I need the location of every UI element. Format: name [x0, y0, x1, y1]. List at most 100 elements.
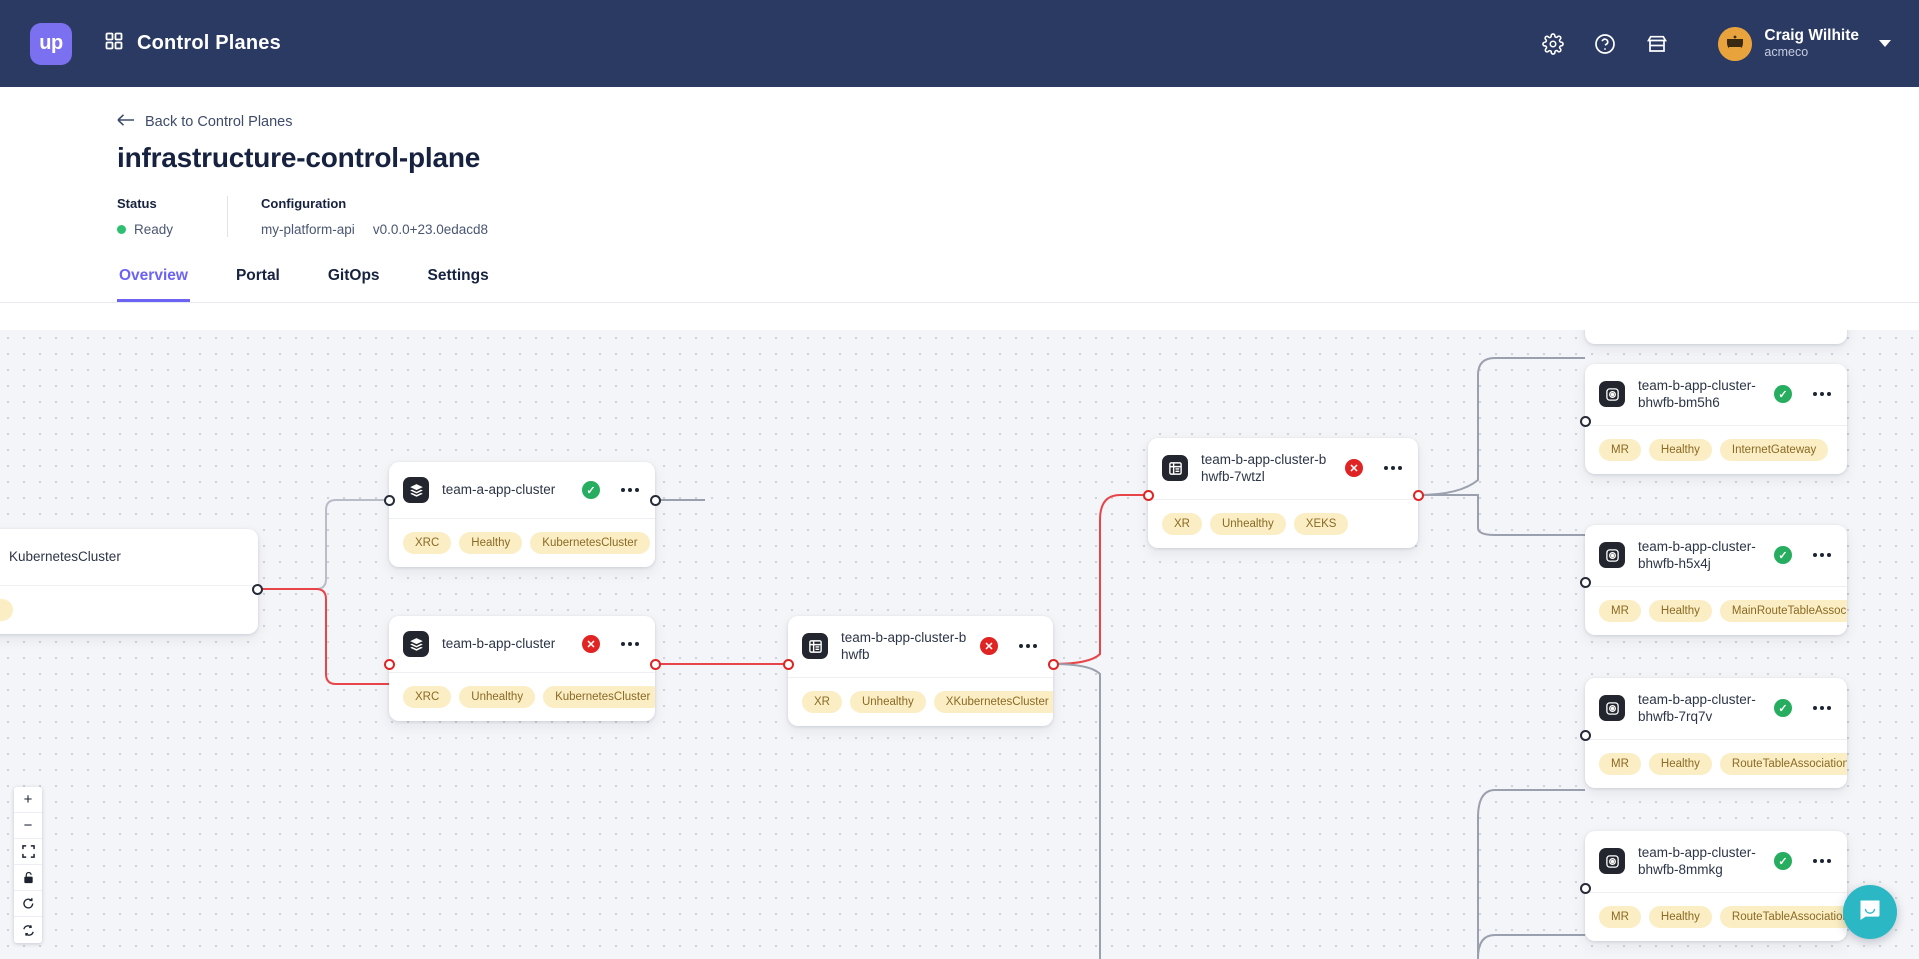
status-healthy-icon: ✓	[582, 481, 600, 499]
node-card-team-b-app-cluster-bhwfb-7wtzl[interactable]: team-b-app-cluster-bhwfb-7wtzl ✕ XR Unhe…	[1148, 438, 1418, 548]
graph-edges	[258, 357, 1585, 959]
control-planes-nav-item[interactable]: Control Planes	[104, 31, 281, 56]
node-tags: MR Healthy RouteTableAssociation	[1585, 738, 1847, 788]
node-port[interactable]	[1413, 490, 1424, 501]
node-port[interactable]	[1580, 730, 1591, 741]
zoom-out-button[interactable]: −	[14, 813, 42, 839]
node-card-clipped[interactable]	[1585, 330, 1847, 344]
status-unhealthy-icon: ✕	[1345, 459, 1363, 478]
node-menu-button[interactable]	[1805, 388, 1833, 400]
node-port[interactable]	[650, 659, 661, 670]
managed-resource-icon	[1599, 542, 1625, 569]
node-tags: MR Healthy MainRouteTableAssociation	[1585, 585, 1847, 635]
node-card-team-a-app-cluster[interactable]: team-a-app-cluster ✓ XRC Healthy Kuberne…	[389, 462, 655, 567]
tab-portal[interactable]: Portal	[235, 267, 280, 284]
top-navigation-bar: up Control Planes	[0, 0, 1919, 87]
tag: Healthy	[1648, 438, 1712, 461]
marketplace-icon[interactable]	[1644, 31, 1670, 57]
tab-bar: Overview Portal GitOps Settings	[0, 263, 1919, 303]
status-unhealthy-icon: ✕	[980, 637, 998, 656]
node-port[interactable]	[783, 659, 794, 670]
back-to-control-planes-link[interactable]: Back to Control Planes	[117, 113, 293, 131]
node-port[interactable]	[384, 495, 395, 506]
tab-overview[interactable]: Overview	[117, 263, 190, 302]
tag: XRC	[403, 686, 452, 708]
node-card-team-b-app-cluster-bhwfb[interactable]: team-b-app-cluster-bhwfb ✕ XR Unhealthy …	[788, 616, 1053, 726]
node-port[interactable]	[1143, 490, 1154, 501]
node-header: team-b-app-cluster-bhwfb-bm5h6 ✓	[1585, 364, 1847, 425]
node-menu-button[interactable]	[1011, 640, 1039, 652]
tag: MainRouteTableAssociation	[1719, 599, 1847, 622]
node-card-team-b-app-cluster[interactable]: team-b-app-cluster ✕ XRC Unhealthy Kuber…	[389, 616, 655, 721]
fit-view-button[interactable]	[14, 839, 42, 865]
node-port[interactable]	[1580, 883, 1591, 894]
status-value-row: Ready	[117, 222, 173, 237]
tag: RouteTableAssociation	[1719, 752, 1847, 775]
configuration-value-row: my-platform-api v0.0.0+23.0edacd8	[261, 222, 488, 237]
upbound-logo[interactable]: up	[30, 22, 72, 65]
node-header: team-b-app-cluster-bhwfb ✕	[788, 616, 1053, 677]
status-value: Ready	[134, 222, 174, 237]
node-menu-button[interactable]	[1805, 702, 1833, 714]
grid-icon	[104, 31, 124, 56]
composite-resource-icon	[1162, 455, 1188, 482]
node-card-team-b-app-cluster-bhwfb-7rq7v[interactable]: team-b-app-cluster-bhwfb-7rq7v ✓ MR Heal…	[1585, 678, 1847, 788]
node-port[interactable]	[1048, 659, 1059, 670]
tab-gitops[interactable]: GitOps	[327, 267, 380, 284]
meta-row: Status Ready Configuration my-platform-a…	[117, 196, 1919, 237]
status-block: Status Ready	[117, 196, 207, 237]
node-tags: API	[0, 585, 258, 634]
reset-button[interactable]	[14, 891, 42, 917]
status-healthy-icon: ✓	[1774, 546, 1792, 565]
arrow-left-icon	[117, 113, 135, 131]
tag: API	[0, 599, 13, 621]
help-circle-icon[interactable]	[1592, 31, 1618, 57]
tag: XR	[1162, 512, 1202, 535]
status-dot-icon	[117, 225, 126, 234]
node-card-kubernetescluster[interactable]: K KubernetesCluster API	[0, 529, 258, 634]
node-menu-button[interactable]	[613, 638, 641, 650]
zoom-controls: + −	[14, 787, 42, 943]
node-header: team-b-app-cluster-bhwfb-h5x4j ✓	[1585, 525, 1847, 586]
configuration-block: Configuration my-platform-api v0.0.0+23.…	[227, 196, 522, 237]
node-menu-button[interactable]	[1805, 549, 1833, 561]
zoom-in-button[interactable]: +	[14, 787, 42, 813]
node-header: K KubernetesCluster	[0, 529, 258, 585]
node-header: team-a-app-cluster ✓	[389, 462, 655, 518]
node-port[interactable]	[384, 659, 395, 670]
tag: Healthy	[1648, 599, 1712, 622]
node-port[interactable]	[1580, 577, 1591, 588]
node-card-team-b-app-cluster-bhwfb-h5x4j[interactable]: team-b-app-cluster-bhwfb-h5x4j ✓ MR Heal…	[1585, 525, 1847, 635]
chat-bubble-icon	[1857, 897, 1883, 928]
node-port[interactable]	[650, 495, 661, 506]
managed-resource-icon	[1599, 381, 1625, 408]
status-healthy-icon: ✓	[1774, 699, 1792, 718]
node-tags: XRC Unhealthy KubernetesCluster	[389, 672, 655, 721]
node-menu-button[interactable]	[1376, 462, 1404, 474]
node-title: team-b-app-cluster-bhwfb-7rq7v	[1638, 692, 1756, 725]
refresh-button[interactable]	[14, 917, 42, 943]
node-menu-button[interactable]	[613, 484, 641, 496]
node-port[interactable]	[252, 584, 263, 595]
tag: XRC	[403, 532, 452, 554]
node-card-team-b-app-cluster-bhwfb-8mmkg[interactable]: team-b-app-cluster-bhwfb-8mmkg ✓ MR Heal…	[1585, 831, 1847, 941]
lock-button[interactable]	[14, 865, 42, 891]
chevron-down-icon[interactable]	[1879, 40, 1891, 47]
tag: MR	[1599, 438, 1641, 461]
configuration-version: v0.0.0+23.0edacd8	[372, 222, 489, 237]
node-menu-button[interactable]	[1805, 855, 1833, 867]
resource-graph-canvas[interactable]: K KubernetesCluster API team-a-app-clust…	[0, 330, 1919, 959]
configuration-name: my-platform-api	[261, 222, 355, 237]
node-tags: XR Unhealthy XKubernetesCluster	[788, 676, 1053, 726]
layers-icon	[403, 477, 429, 503]
node-port[interactable]	[1580, 416, 1591, 427]
node-title: team-b-app-cluster-bhwfb-8mmkg	[1638, 845, 1756, 878]
settings-gear-icon[interactable]	[1540, 31, 1566, 57]
tab-settings[interactable]: Settings	[427, 267, 489, 284]
node-card-team-b-app-cluster-bhwfb-bm5h6[interactable]: team-b-app-cluster-bhwfb-bm5h6 ✓ MR Heal…	[1585, 364, 1847, 474]
node-header: team-b-app-cluster-bhwfb-8mmkg ✓	[1585, 831, 1847, 892]
tag: InternetGateway	[1719, 438, 1829, 461]
chat-bubble-button[interactable]	[1843, 885, 1897, 939]
node-tags: XRC Healthy KubernetesCluster	[389, 518, 655, 567]
user-menu[interactable]: Craig Wilhite acmeco	[1718, 26, 1891, 61]
